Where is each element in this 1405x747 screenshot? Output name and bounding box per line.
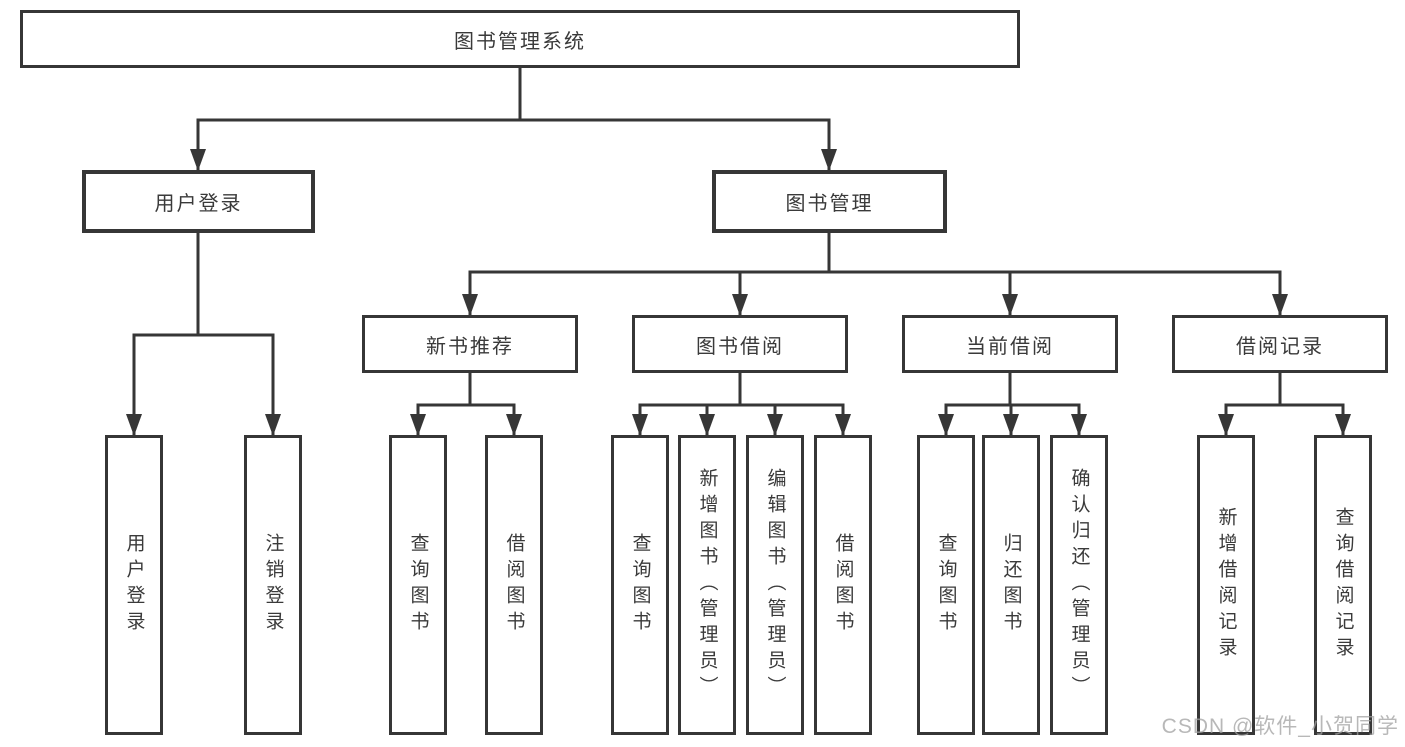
node-label: 查询图书: [935, 533, 957, 637]
leaf-current-confirm-return-admin: 确认归还（管理员）: [1050, 435, 1108, 735]
node-label: 借阅图书: [832, 533, 854, 637]
connector-new-book-recommendation-children: [410, 371, 522, 437]
node-label: 图书管理系统: [454, 30, 586, 53]
leaf-logout: 注销登录: [244, 435, 302, 735]
node-label: 用户登录: [123, 533, 145, 637]
connector-book-borrowing-children: [632, 371, 851, 437]
node-book-borrowing: 图书借阅: [632, 315, 848, 373]
leaf-borrowing-edit-books-admin: 编辑图书（管理员）: [746, 435, 804, 735]
node-library-system: 图书管理系统: [20, 10, 1020, 68]
node-label: 归还图书: [1000, 533, 1022, 637]
node-book-management: 图书管理: [712, 170, 947, 233]
leaf-records-add-record: 新增借阅记录: [1197, 435, 1255, 735]
node-new-book-recommendation: 新书推荐: [362, 315, 578, 373]
leaf-borrowing-borrow-books: 借阅图书: [814, 435, 872, 735]
node-label: 用户登录: [154, 193, 243, 215]
node-label: 当前借阅: [966, 335, 1054, 358]
node-label: 查询借阅记录: [1332, 507, 1354, 663]
node-label: 查询图书: [629, 533, 651, 637]
node-label: 编辑图书（管理员）: [764, 468, 786, 702]
node-label: 图书借阅: [696, 335, 784, 358]
node-label: 新书推荐: [426, 335, 514, 358]
connector-user-login-children: [126, 231, 281, 437]
leaf-user-login: 用户登录: [105, 435, 163, 735]
leaf-recommend-query-books: 查询图书: [389, 435, 447, 735]
leaf-current-query-books: 查询图书: [917, 435, 975, 735]
node-label: 图书管理: [785, 193, 874, 215]
node-label: 借阅图书: [503, 533, 525, 637]
node-user-login: 用户登录: [82, 170, 315, 233]
leaf-recommend-borrow-books: 借阅图书: [485, 435, 543, 735]
node-label: 注销登录: [262, 533, 284, 637]
connector-book-management-children: [462, 231, 1288, 317]
leaf-borrowing-query-books: 查询图书: [611, 435, 669, 735]
node-current-borrowing: 当前借阅: [902, 315, 1118, 373]
connector-root-to-level2: [190, 66, 837, 172]
leaf-current-return-books: 归还图书: [982, 435, 1040, 735]
connector-borrowing-records-children: [1218, 371, 1351, 437]
csdn-watermark: CSDN @软件_小贺同学: [1161, 715, 1399, 738]
leaf-records-query-record: 查询借阅记录: [1314, 435, 1372, 735]
leaf-borrowing-add-books-admin: 新增图书（管理员）: [678, 435, 736, 735]
node-label: 新增借阅记录: [1215, 507, 1237, 663]
node-borrowing-records: 借阅记录: [1172, 315, 1388, 373]
node-label: 借阅记录: [1236, 335, 1324, 358]
node-label: 查询图书: [407, 533, 429, 637]
connector-current-borrowing-children: [938, 371, 1087, 437]
node-label: 确认归还（管理员）: [1068, 468, 1090, 702]
node-label: 新增图书（管理员）: [696, 468, 718, 702]
